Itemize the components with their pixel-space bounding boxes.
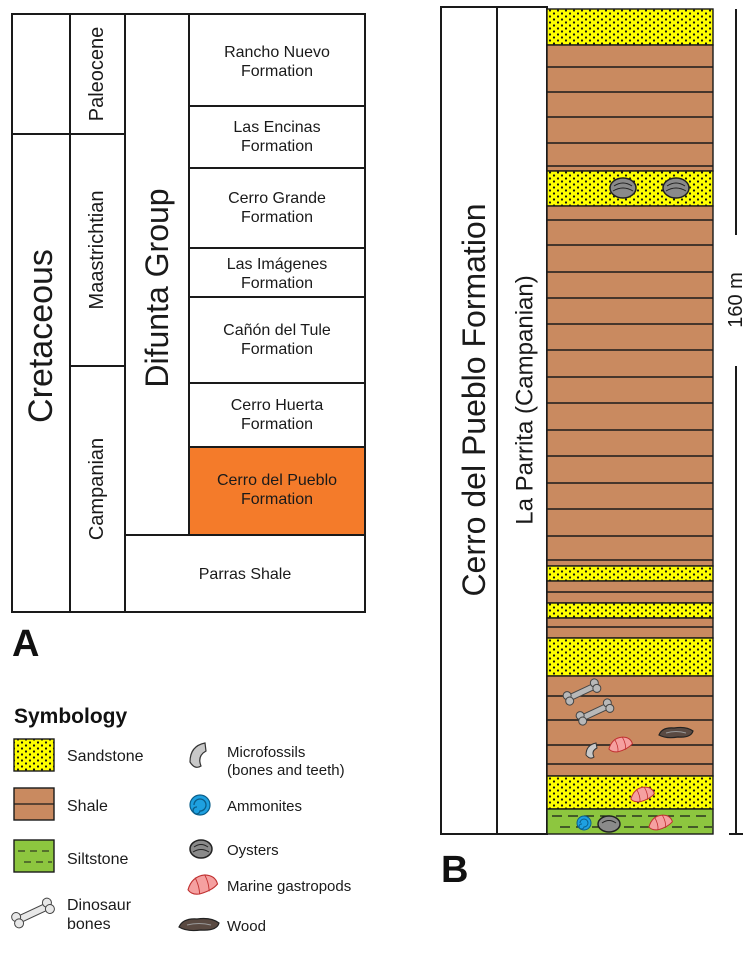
legend-label: Wood: [227, 918, 266, 935]
sandstone-swatch: [13, 738, 55, 772]
legend-label: Siltstone: [67, 851, 128, 868]
wood-icon: [178, 917, 220, 932]
dinosaur-bone-icon: [562, 678, 602, 706]
stage-label-campanian: Campanian: [86, 438, 108, 540]
base-unit-label: Parras Shale: [199, 566, 292, 583]
scale-bar: [729, 9, 743, 835]
shale-interval: [546, 675, 714, 777]
stratigraphic-column: [546, 8, 714, 835]
symbology-legend: Symbology Sandstone Shale Siltstone Dino…: [11, 705, 351, 935]
shale-interval: [546, 205, 714, 567]
stage-label-paleocene: Paleocene: [86, 27, 108, 122]
formation-name-label: Cerro del Pueblo Formation: [456, 203, 492, 596]
siltstone-layer: [546, 808, 714, 835]
sandstone-layer: [546, 602, 714, 619]
legend-label: Sandstone: [67, 748, 144, 765]
legend-title: Symbology: [14, 705, 128, 728]
column-fossils: [562, 177, 694, 833]
oyster-icon: [662, 177, 690, 199]
oyster-icon: [609, 177, 637, 199]
scale-bar-label: 160 m: [725, 272, 747, 328]
panel-b-frame: [440, 6, 548, 835]
gastropod-icon: [608, 736, 633, 753]
oyster-icon: [597, 815, 621, 833]
legend-label: Marine gastropods: [227, 878, 351, 895]
legend-label: Oysters: [227, 842, 279, 859]
oyster-icon: [189, 839, 213, 859]
microfossil-icon: [189, 742, 207, 768]
section-name-label: La Parrita (Campanian): [512, 275, 539, 524]
panel-a-stratigraphic-chart: [11, 13, 366, 613]
sandstone-layer: [546, 775, 714, 810]
panel-b-letter: B: [441, 849, 468, 891]
siltstone-swatch: [13, 839, 55, 873]
microfossil-icon: [585, 742, 598, 759]
dinosaur-bone-icon: [575, 698, 615, 726]
legend-label: Ammonites: [227, 798, 302, 815]
legend-label: Microfossils(bones and teeth): [227, 744, 345, 779]
ammonite-icon: [576, 815, 592, 831]
wood-icon: [658, 726, 694, 739]
dinosaur-bone-icon: [11, 897, 55, 929]
gastropod-icon: [630, 786, 655, 803]
sandstone-layer: [546, 8, 714, 46]
gastropod-icon: [187, 874, 219, 895]
panel-a-letter: A: [12, 623, 39, 665]
period-label: Cretaceous: [22, 249, 60, 423]
legend-label: Shale: [67, 798, 108, 815]
sandstone-layer: [546, 637, 714, 677]
sandstone-layer: [546, 565, 714, 582]
cerro-del-pueblo-highlight: [190, 448, 364, 534]
gastropod-icon: [648, 814, 673, 831]
ammonite-icon: [189, 794, 211, 816]
shale-interval: [546, 617, 714, 639]
shale-interval: [546, 44, 714, 172]
panel-a-vertical-labels: Cretaceous Paleocene Maastrichtian Campa…: [22, 27, 175, 540]
stage-label-maastrichtian: Maastrichtian: [86, 191, 108, 310]
group-label: Difunta Group: [139, 188, 175, 387]
